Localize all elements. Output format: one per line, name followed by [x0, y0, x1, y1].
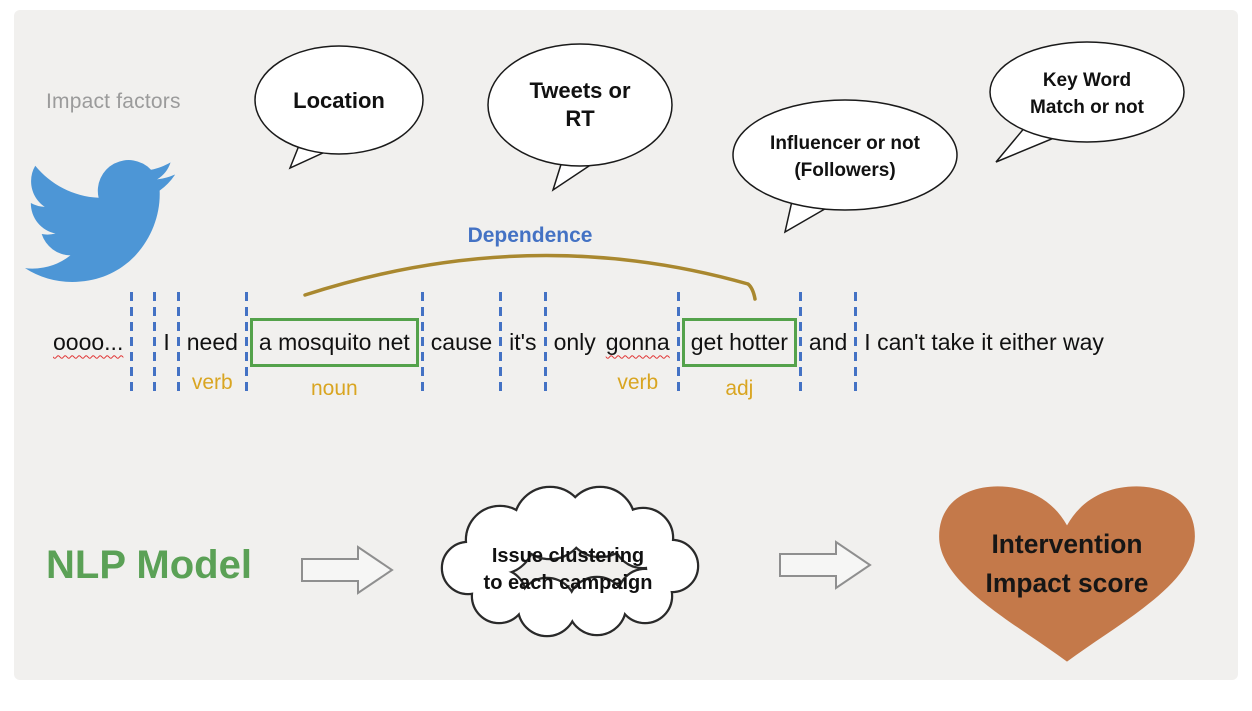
segment-separator	[420, 292, 424, 392]
segment-separator	[176, 292, 180, 392]
heart-impact-score: Intervention Impact score	[939, 486, 1195, 662]
sentence-token: it's	[509, 328, 537, 355]
speech-bubble-influencer: Influencer or not (Followers)	[732, 99, 958, 234]
arrow-right-icon	[301, 545, 394, 595]
pos-label: noun	[310, 376, 358, 400]
segment-separator	[499, 292, 503, 392]
heart-line1: Intervention	[991, 529, 1142, 559]
dependence-arc	[303, 253, 757, 301]
sentence-token: I	[163, 328, 170, 355]
cloud-line2: to each campaign	[484, 572, 653, 594]
pos-label: verb	[191, 370, 233, 394]
segment-separator	[676, 292, 680, 392]
speech-bubble-location: Location	[254, 45, 424, 170]
segment-separator	[153, 292, 157, 392]
sentence-token: only	[553, 328, 596, 355]
segment-separator	[854, 292, 858, 392]
bubble-influencer-line1: Influencer or not	[770, 133, 921, 154]
bubble-location-text: Location	[293, 88, 385, 113]
sentence-token: I can't take it either way	[864, 328, 1104, 355]
sentence-token: cause	[430, 328, 493, 355]
dependence-label: Dependence	[467, 224, 593, 247]
segment-separator	[130, 292, 134, 392]
twitter-bird-icon	[25, 160, 175, 282]
bubble-keyword-line1: Key Word	[1043, 70, 1131, 91]
arrow-right-icon	[779, 540, 872, 590]
speech-bubble-keyword: Key Word Match or not	[989, 41, 1185, 163]
heart-line2: Impact score	[986, 568, 1149, 598]
speech-bubble-tweets-rt: Tweets or RT	[487, 43, 673, 192]
cloud-line1: Issue clustering	[492, 545, 644, 567]
pos-label: adj	[725, 376, 754, 400]
bubble-keyword-line2: Match or not	[1030, 97, 1145, 118]
impact-factors-label: Impact factors	[46, 90, 181, 113]
bubble-tweets-line1: Tweets or	[529, 78, 631, 103]
segment-gap	[135, 342, 151, 343]
nlp-model-label: NLP Model	[46, 543, 252, 587]
bubble-tweets-line2: RT	[565, 106, 595, 131]
segment-separator	[798, 292, 802, 392]
sentence-token: oooo...	[53, 328, 124, 355]
bubble-influencer-line2: (Followers)	[794, 160, 895, 181]
segment-separator	[543, 292, 547, 392]
cloud-issue-clustering: Issue clustering to each campaign	[440, 485, 700, 638]
sentence-token: and	[808, 328, 848, 355]
segment-separator	[244, 292, 248, 392]
pos-label: verb	[617, 370, 659, 394]
